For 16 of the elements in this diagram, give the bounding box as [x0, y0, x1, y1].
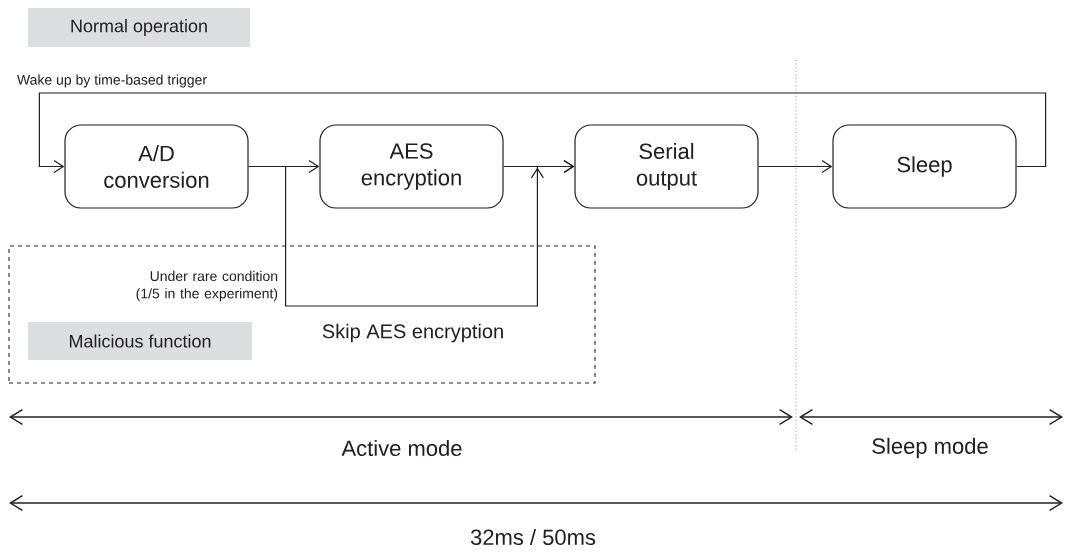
arrow: [38, 92, 1047, 174]
label-band: Normal operation: [28, 8, 250, 47]
caption-text: Under rare condition (1/5 in the experiment): [136, 270, 278, 302]
process-box: Serial output: [574, 124, 759, 209]
process-box: AES encryption: [319, 124, 504, 209]
arrow: [248, 159, 575, 307]
arrow: [758, 159, 833, 174]
caption-text: 32ms / 50ms: [470, 528, 596, 546]
edge-label: Skip AES encryption: [322, 323, 503, 343]
process-box: Sleep: [832, 124, 1017, 209]
edge-label: Wake up by time-based trigger: [17, 74, 207, 88]
process-box: A/D conversion: [64, 124, 249, 209]
label-band: Malicious function: [28, 322, 252, 360]
caption-text: Sleep mode: [872, 437, 988, 459]
caption-text: Active mode: [341, 439, 462, 457]
dashed-region: [8, 245, 596, 384]
